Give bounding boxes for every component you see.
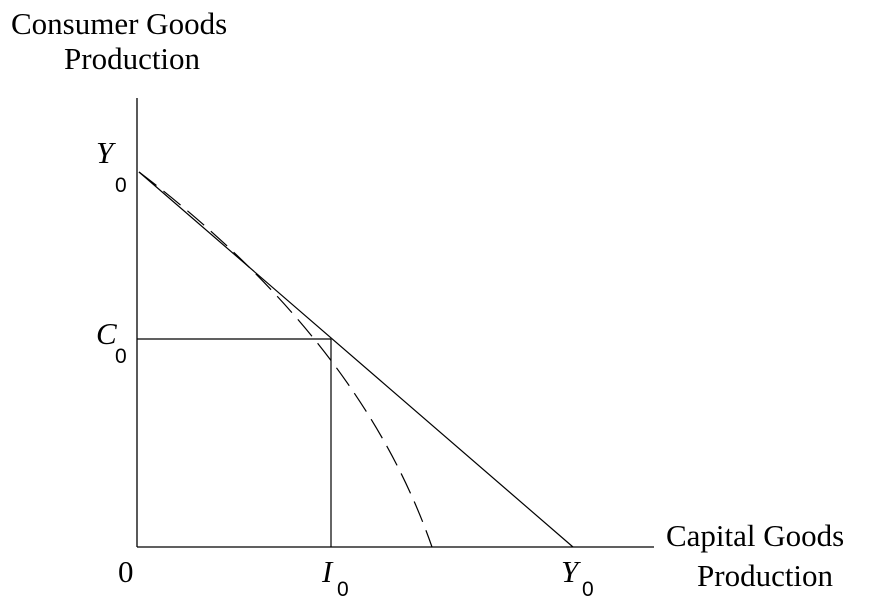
c0-subscript: 0 <box>115 345 127 368</box>
y0-vertical-subscript: 0 <box>115 174 127 197</box>
c0-label: C <box>96 316 117 351</box>
dashed-frontier-curve <box>138 171 433 548</box>
y0-horizontal-label: Y <box>561 554 581 589</box>
y-axis-title-line-1: Consumer Goods <box>11 6 227 41</box>
i0-label: I <box>321 554 334 589</box>
y0-horizontal-subscript: 0 <box>582 578 594 599</box>
origin-label: 0 <box>118 554 134 589</box>
x-axis-title-line-1: Capital Goods <box>666 518 844 553</box>
y0-vertical-label: Y <box>96 135 116 170</box>
i0-subscript: 0 <box>337 578 349 599</box>
y-axis-title-line-2: Production <box>64 41 201 76</box>
linear-frontier-line <box>138 171 574 548</box>
x-axis-title-line-2: Production <box>697 558 834 593</box>
